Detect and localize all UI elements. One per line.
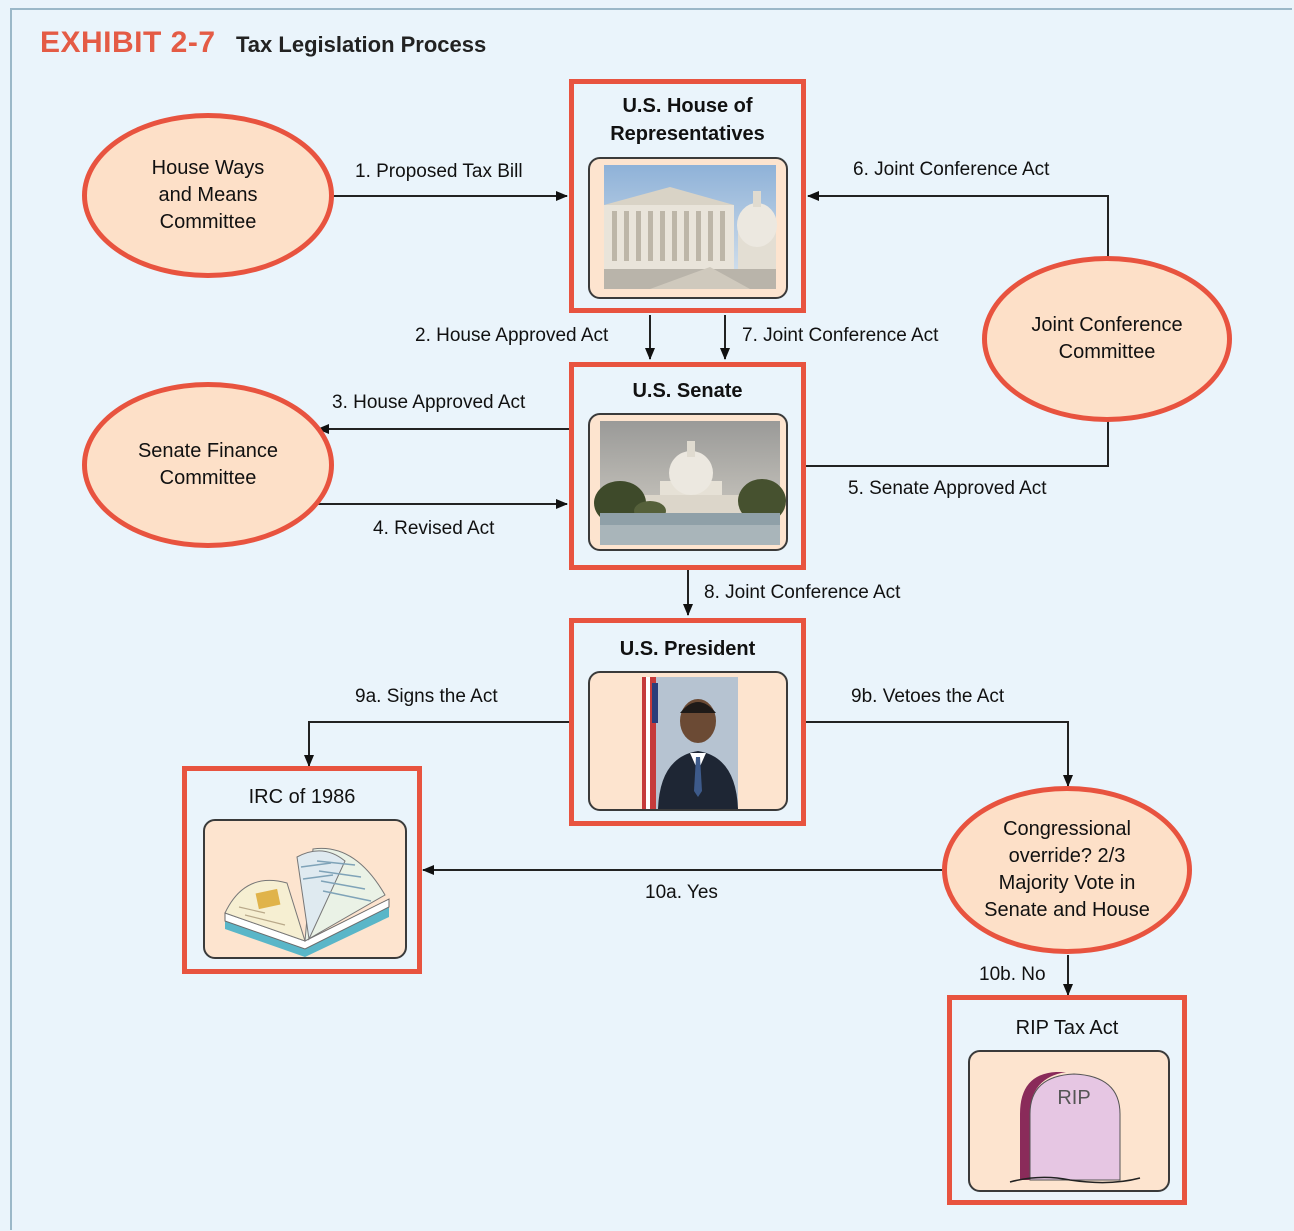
- edge-10b-label: 10b. No: [979, 964, 1046, 985]
- override-node: Congressional override? 2/3 Majority Vot…: [942, 786, 1192, 954]
- senate-finance-node: Senate Finance Committee: [82, 382, 334, 548]
- irc-title: IRC of 1986: [248, 786, 356, 808]
- rip-stone-text: RIP: [1057, 1087, 1090, 1109]
- edge-9b-label: 9b. Vetoes the Act: [851, 686, 1005, 707]
- book-image: [203, 819, 407, 959]
- edge-1-label: 1. Proposed Tax Bill: [355, 161, 523, 182]
- edge-5-label: 5. Senate Approved Act: [848, 478, 1047, 499]
- edge-9a-label: 9a. Signs the Act: [355, 686, 498, 707]
- edge-2-label: 2. House Approved Act: [415, 325, 609, 346]
- capitol-senate-image: [588, 413, 788, 551]
- president-node: U.S. President: [569, 618, 806, 826]
- exhibit-frame: [10, 8, 1292, 1230]
- edge-3-label: 3. House Approved Act: [332, 392, 526, 413]
- override-line: Congressional: [1003, 818, 1131, 840]
- joint-conference-line: Committee: [1058, 341, 1156, 363]
- president-title: U.S. President: [619, 638, 756, 660]
- tombstone-image: RIP: [968, 1050, 1170, 1192]
- edge-9b-arrow: [806, 721, 1073, 787]
- exhibit-number: EXHIBIT 2-7: [40, 26, 216, 59]
- override-line: Majority Vote in: [998, 872, 1136, 894]
- ways-and-means-line: House Ways: [151, 157, 265, 179]
- edge-4-label: 4. Revised Act: [373, 518, 495, 539]
- senate-finance-line: Committee: [159, 467, 257, 489]
- senate-node: U.S. Senate: [569, 362, 806, 570]
- edge-8-label: 8. Joint Conference Act: [704, 582, 901, 603]
- irc-node: IRC of 1986: [182, 766, 422, 974]
- edge-7-label: 7. Joint Conference Act: [742, 325, 939, 346]
- ways-and-means-line: and Means: [158, 184, 258, 206]
- house-node: U.S. House of Representatives: [569, 79, 806, 313]
- joint-conference-line: Joint Conference: [1031, 314, 1183, 336]
- joint-conference-node: Joint Conference Committee: [982, 256, 1232, 422]
- senate-finance-line: Senate Finance: [137, 440, 279, 462]
- rip-title: RIP Tax Act: [1015, 1017, 1119, 1039]
- override-line: Senate and House: [984, 899, 1150, 921]
- edge-6-label: 6. Joint Conference Act: [853, 159, 1050, 180]
- edge-10a-label: 10a. Yes: [645, 882, 718, 903]
- ways-and-means-node: House Ways and Means Committee: [82, 113, 334, 278]
- ways-and-means-line: Committee: [159, 211, 257, 233]
- override-line: override? 2/3: [1008, 845, 1126, 867]
- president-portrait-image: [588, 671, 788, 811]
- edge-9a-arrow: [304, 721, 569, 767]
- senate-title: U.S. Senate: [632, 380, 743, 402]
- edge-6-arrow: [807, 191, 1109, 258]
- edge-5-arrow: [806, 420, 1109, 467]
- rip-node: RIP Tax Act RIP: [947, 995, 1187, 1205]
- capitol-house-image: [588, 157, 788, 299]
- house-title: U.S. House of Representatives: [610, 95, 765, 145]
- exhibit-title: Tax Legislation Process: [236, 32, 487, 57]
